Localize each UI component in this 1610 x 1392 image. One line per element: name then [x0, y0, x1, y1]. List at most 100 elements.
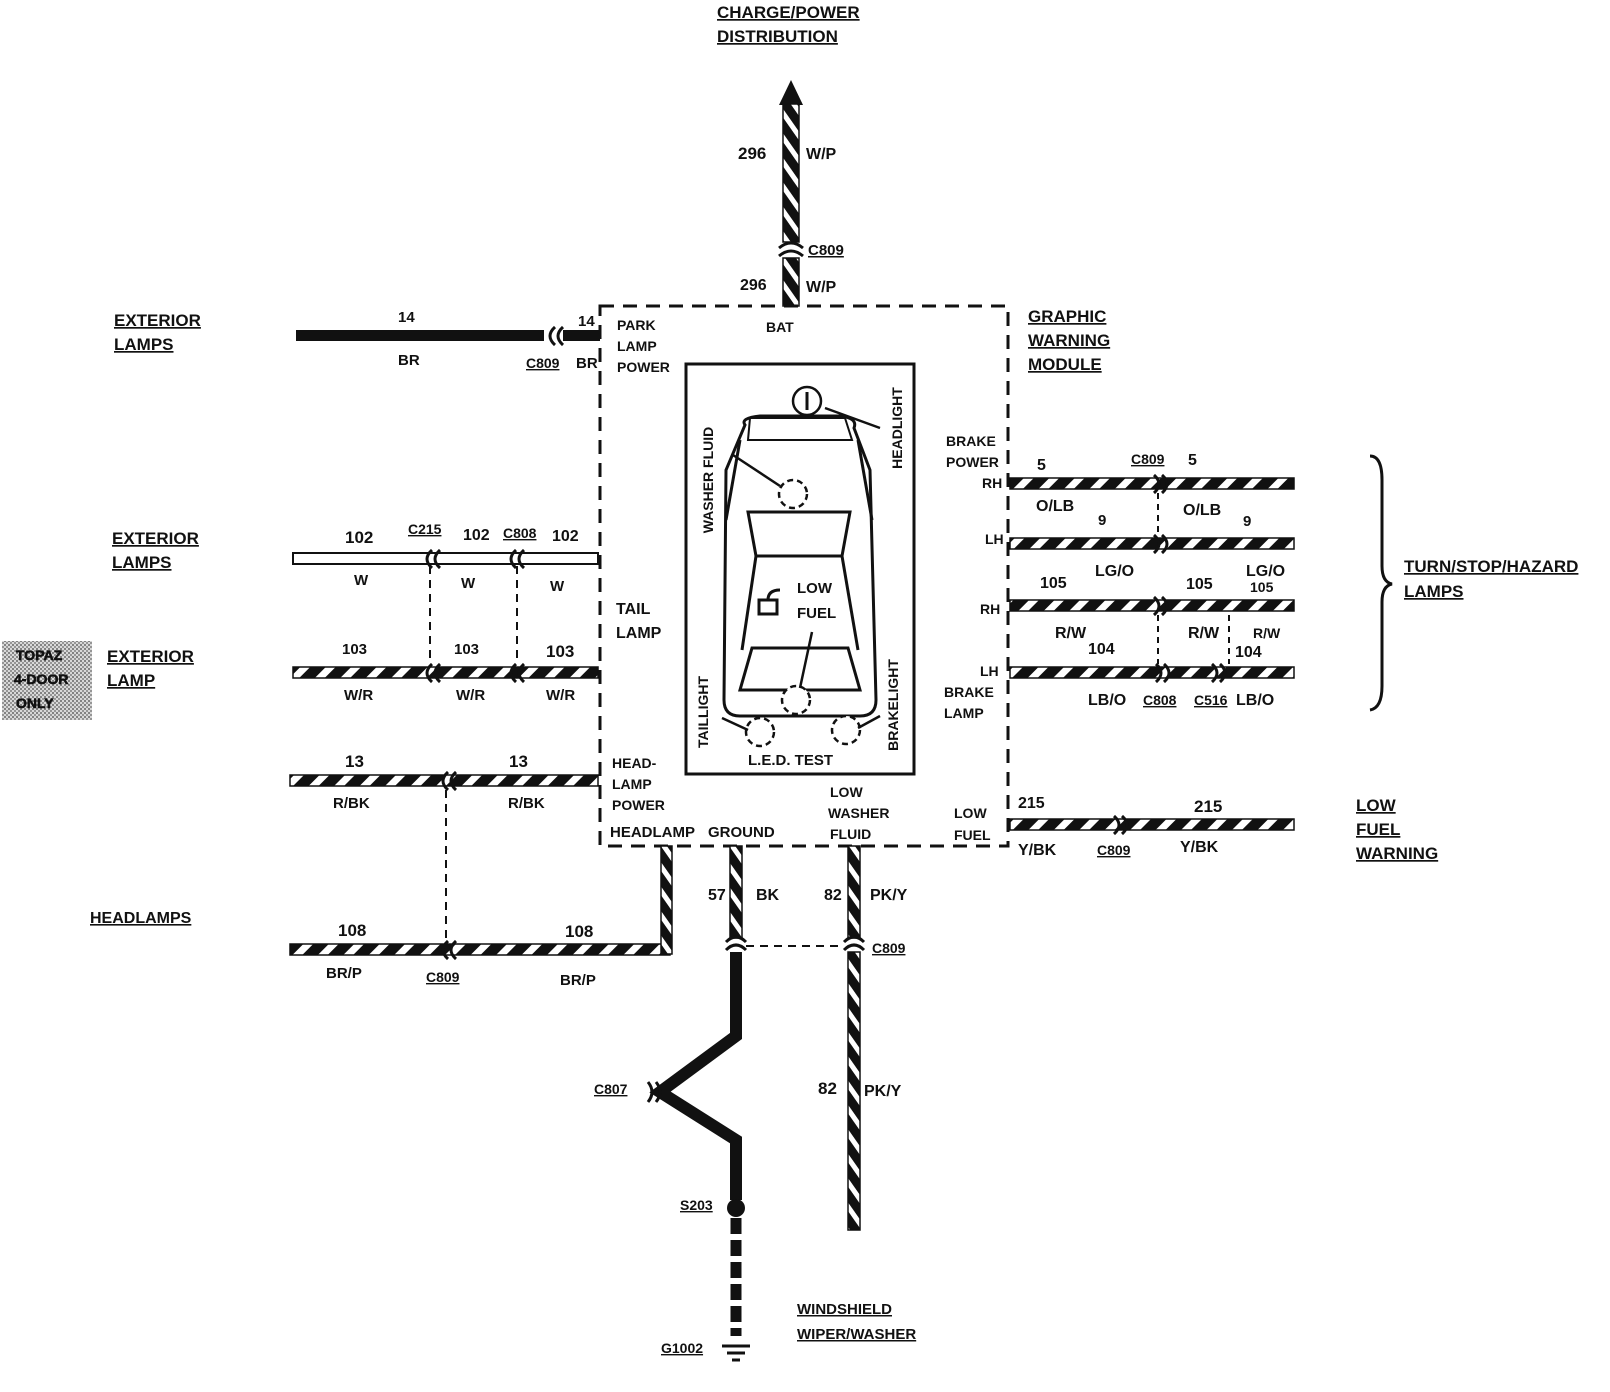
wire-label: 104 [1088, 641, 1115, 658]
connector-c809-13 [441, 770, 458, 792]
wire-57 [729, 845, 743, 939]
wire-label: 102 [552, 528, 579, 545]
svg-text:BRAKE: BRAKE [944, 684, 994, 700]
svg-text:WINDSHIELD: WINDSHIELD [797, 1301, 892, 1318]
connector-c809-82 [842, 935, 866, 952]
svg-text:EXTERIOR: EXTERIOR [114, 311, 201, 330]
wire-color: W/R [546, 687, 575, 704]
car-icon [722, 414, 878, 718]
wire-color: W [550, 578, 565, 595]
wire-color: O/LB [1036, 498, 1074, 515]
wire-color: R/BK [333, 795, 370, 812]
svg-text:LAMP: LAMP [617, 338, 657, 354]
wire-color: LG/O [1095, 563, 1134, 580]
connector-label: C809 [1131, 451, 1165, 467]
wire-color: W/R [456, 687, 485, 704]
headlight-icon [791, 385, 881, 430]
wire-103 [292, 666, 599, 679]
svg-text:LAMP: LAMP [612, 776, 652, 792]
wire-9 [1009, 537, 1295, 550]
wire-color: PK/Y [864, 1083, 902, 1100]
svg-text:LH: LH [980, 663, 999, 679]
connector-c809-9 [1152, 533, 1169, 555]
svg-text:BRAKE: BRAKE [946, 433, 996, 449]
low-fuel-lamp-icon [780, 631, 814, 716]
wire-color: W/R [344, 687, 373, 704]
wire-color: W [354, 572, 369, 589]
svg-text:EXTERIOR: EXTERIOR [112, 529, 199, 548]
connector-c807 [646, 1081, 662, 1103]
panel-washer-fluid: WASHER FLUID [700, 427, 716, 534]
wire-108 [289, 943, 671, 956]
splice-label: S203 [680, 1197, 713, 1213]
connector-c809-14 [548, 325, 565, 347]
wire-82-lower [847, 951, 861, 1231]
svg-text:RH: RH [982, 475, 1002, 491]
panel-low-fuel: LOW FUEL [797, 580, 836, 622]
wire-label: 13 [345, 752, 364, 771]
connector-c215-103 [425, 662, 442, 684]
pin-headlamp: HEADLAMP [610, 824, 695, 841]
svg-text:LAMPS: LAMPS [112, 553, 172, 572]
svg-text:LAMP: LAMP [107, 671, 155, 690]
svg-text:HEAD-: HEAD- [612, 755, 657, 771]
svg-text:POWER: POWER [612, 797, 665, 813]
wire-color: BR/P [326, 965, 362, 982]
connector-c808-104 [1154, 662, 1171, 684]
connector-label: C809 [426, 969, 460, 985]
wire-label: 215 [1194, 797, 1222, 816]
wire-color: W/P [806, 279, 837, 296]
wire-color: BR/P [560, 972, 596, 989]
title-turn-stop-hazard: TURN/STOP/HAZARD LAMPS [1404, 557, 1578, 601]
connector-c809-57 [724, 935, 748, 952]
wire-14 [296, 330, 544, 341]
connector-label: C516 [1194, 692, 1228, 708]
washer-fluid-icon [732, 453, 809, 510]
connector-c809-105 [1152, 595, 1169, 617]
svg-text:TOPAZ: TOPAZ [16, 647, 63, 663]
svg-text:LOW: LOW [954, 805, 987, 821]
fuel-pump-icon [757, 588, 781, 616]
wire-105 [1009, 599, 1295, 612]
wire-label: 215 [1018, 795, 1045, 812]
connector-label: C809 [808, 242, 844, 259]
svg-text:4-DOOR: 4-DOOR [14, 671, 68, 687]
title-exterior-lamps-2: EXTERIOR LAMPS [112, 529, 199, 572]
svg-text:LAMPS: LAMPS [1404, 582, 1464, 601]
wire-label: 103 [546, 642, 574, 661]
connector-c809-5 [1152, 473, 1169, 495]
wire-color: W/P [806, 146, 837, 163]
wire-color: R/W [1055, 625, 1087, 642]
wire-color: R/W [1188, 625, 1220, 642]
wire-label: 103 [342, 641, 367, 658]
panel-brakelight: BRAKELIGHT [885, 659, 901, 751]
wire-color: BR [398, 352, 420, 369]
pin-rh: RH [980, 601, 1000, 617]
wire-label: 102 [345, 528, 373, 547]
connector-c808 [509, 548, 526, 570]
ground-label: G1002 [661, 1340, 703, 1356]
pin-headlamp-power: HEAD- LAMP POWER [612, 755, 665, 813]
wire-label: 5 [1037, 457, 1046, 474]
connector-label: C809 [1097, 842, 1131, 858]
top-title: CHARGE/POWER DISTRIBUTION [717, 3, 860, 46]
wire-color: O/LB [1183, 502, 1221, 519]
connector-c809-108 [441, 939, 458, 961]
connector-label: C807 [594, 1081, 628, 1097]
arrow-up-icon [779, 80, 803, 105]
wire-label: 108 [565, 922, 593, 941]
wire-color: PK/Y [870, 887, 908, 904]
svg-text:LOW: LOW [1356, 796, 1397, 815]
wire-color: Y/BK [1180, 839, 1219, 856]
wire-label: 5 [1188, 452, 1197, 469]
connector-c809-top [778, 241, 804, 258]
svg-text:WASHER: WASHER [828, 805, 889, 821]
svg-text:WIPER/WASHER: WIPER/WASHER [797, 1326, 916, 1343]
pin-lh-brake-lamp: LH BRAKE LAMP [944, 663, 999, 721]
wire-color: R/BK [508, 795, 545, 812]
svg-text:WARNING: WARNING [1356, 844, 1438, 863]
topaz-note-badge [2, 641, 92, 720]
svg-text:DISTRIBUTION: DISTRIBUTION [717, 27, 838, 46]
pin-brake-power-rh: BRAKE POWER RH [946, 433, 1002, 491]
connector-label: C808 [503, 525, 537, 541]
